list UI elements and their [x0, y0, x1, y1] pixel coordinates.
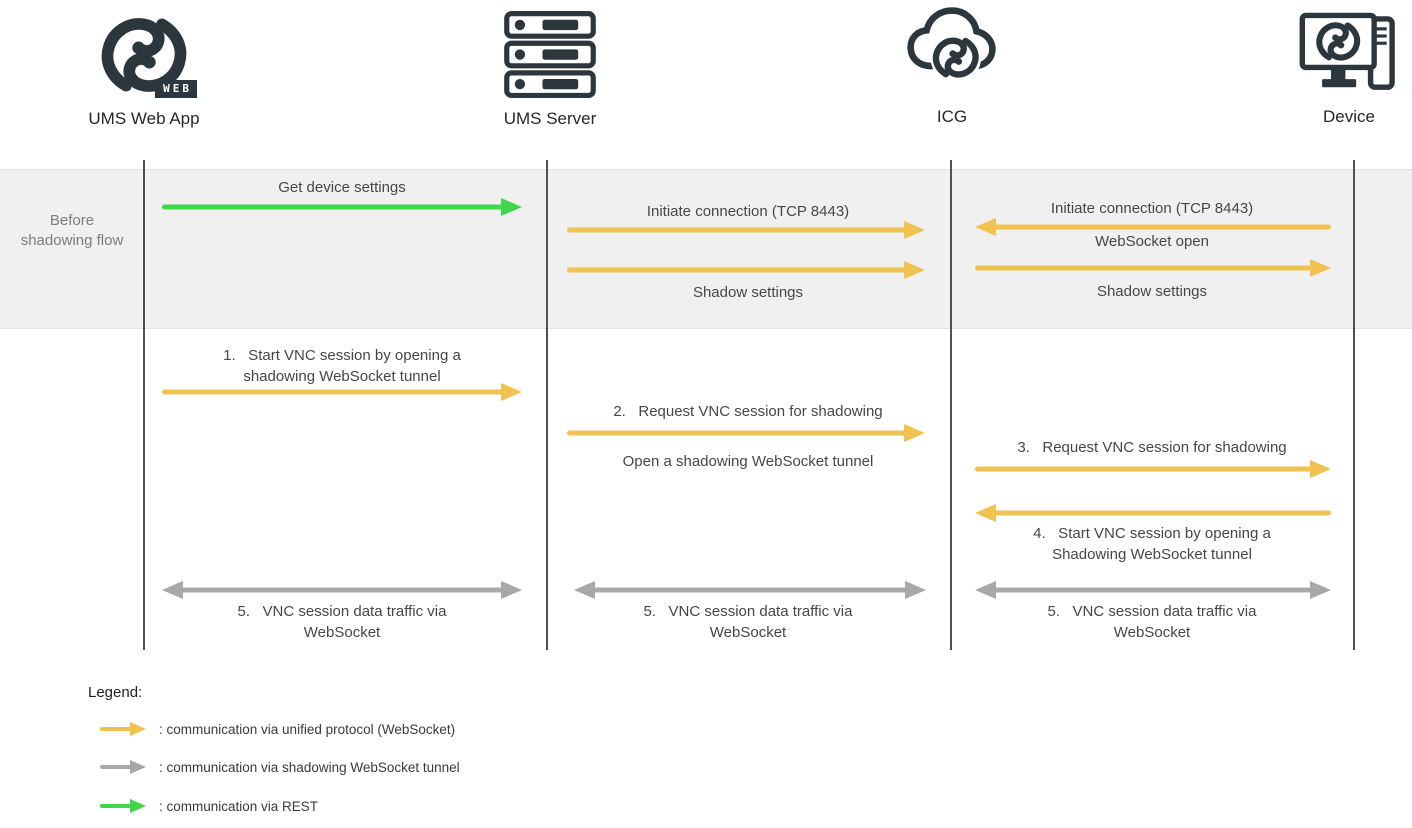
message-websocket-open: WebSocket open — [1095, 233, 1209, 250]
message-step5-col3: 5. VNC session data traffic via WebSocke… — [953, 601, 1351, 643]
lifeline-device — [1353, 160, 1355, 650]
message-step1: 1. Start VNC session by opening a shadow… — [144, 345, 540, 387]
message-step5-col2: 5. VNC session data traffic via WebSocke… — [549, 601, 947, 643]
legend-gray-arrow-icon — [100, 759, 146, 775]
message-initiate-connection-device: Initiate connection (TCP 8443) — [1050, 200, 1254, 217]
arrow-shadow-settings-icg-device — [975, 258, 1331, 278]
legend-yellow-arrow-icon — [100, 721, 146, 737]
legend-green-arrow-icon — [100, 798, 146, 814]
arrow-step2-server-icg — [567, 423, 925, 443]
legend-item-rest: : communication via REST — [100, 796, 318, 816]
actor-label-icg: ICG — [936, 107, 968, 126]
message-step5-line2: WebSocket — [709, 624, 787, 641]
band-label: Before shadowing flow — [20, 212, 124, 249]
message-get-device-settings: Get device settings — [278, 179, 406, 196]
device-monitor-icon — [1299, 9, 1399, 98]
message-step5-line1: 5. VNC session data traffic via — [237, 603, 447, 620]
message-step1-line1: 1. Start VNC session by opening a — [223, 347, 461, 364]
before-shadowing-band — [0, 169, 1412, 329]
web-badge: WEB — [155, 80, 197, 98]
arrow-initiate-connection-device-icg — [975, 217, 1331, 237]
lifeline-icg — [950, 160, 952, 650]
message-step5-line2: WebSocket — [1113, 624, 1191, 641]
arrow-step3-icg-device — [975, 459, 1331, 479]
arrow-shadow-settings-server-icg — [567, 260, 925, 280]
ums-web-app-icon: WEB — [99, 6, 197, 100]
legend-label: : communication via shadowing WebSocket … — [159, 759, 460, 775]
message-step5-col1: 5. VNC session data traffic via WebSocke… — [144, 601, 540, 643]
message-step4-line1: 4. Start VNC session by opening a — [1033, 525, 1271, 542]
actor-label-ums-server: UMS Server — [503, 109, 597, 128]
legend-title: Legend: — [88, 684, 143, 701]
message-initiate-connection-server: Initiate connection (TCP 8443) — [646, 203, 850, 220]
actor-label-ums-web-app: UMS Web App — [88, 109, 200, 128]
message-shadow-settings-device: Shadow settings — [1096, 283, 1208, 300]
actor-ums-web-app: WEB UMS Web App — [44, 6, 244, 129]
message-step4: 4. Start VNC session by opening a Shadow… — [953, 523, 1351, 565]
legend-label: : communication via REST — [159, 798, 319, 814]
lifeline-ums-web-app — [143, 160, 145, 650]
actor-device: Device — [1249, 9, 1412, 127]
lifeline-ums-server — [546, 160, 548, 650]
message-step5-line1: 5. VNC session data traffic via — [643, 603, 853, 620]
message-step2-sub: Open a shadowing WebSocket tunnel — [622, 453, 874, 470]
actor-ums-server: UMS Server — [450, 6, 650, 129]
arrow-initiate-connection-server-icg — [567, 220, 925, 240]
arrow-step1-webapp-server — [162, 382, 522, 402]
arrow-step5-icg-device — [975, 580, 1331, 600]
legend-label: : communication via unified protocol (We… — [159, 721, 456, 737]
message-shadow-settings-server: Shadow settings — [692, 284, 804, 301]
server-rack-icon — [503, 6, 597, 100]
message-step2: 2. Request VNC session for shadowing — [613, 403, 883, 420]
legend-item-shadowing-tunnel: : communication via shadowing WebSocket … — [100, 757, 460, 777]
message-step4-line2: Shadowing WebSocket tunnel — [1052, 546, 1252, 563]
legend-item-unified-protocol: : communication via unified protocol (We… — [100, 719, 455, 739]
message-step3: 3. Request VNC session for shadowing — [1017, 439, 1287, 456]
arrow-step5-server-icg — [574, 580, 926, 600]
message-step1-line2: shadowing WebSocket tunnel — [243, 368, 441, 385]
arrow-step5-webapp-server — [162, 580, 522, 600]
message-step5-line2: WebSocket — [303, 624, 381, 641]
actor-icg: ICG — [852, 4, 1052, 127]
cloud-gateway-icon — [904, 4, 1000, 98]
arrow-step4-device-icg — [975, 503, 1331, 523]
message-step5-line1: 5. VNC session data traffic via — [1047, 603, 1257, 620]
actor-label-device: Device — [1323, 107, 1375, 126]
arrow-rest-get-device-settings — [162, 197, 522, 217]
